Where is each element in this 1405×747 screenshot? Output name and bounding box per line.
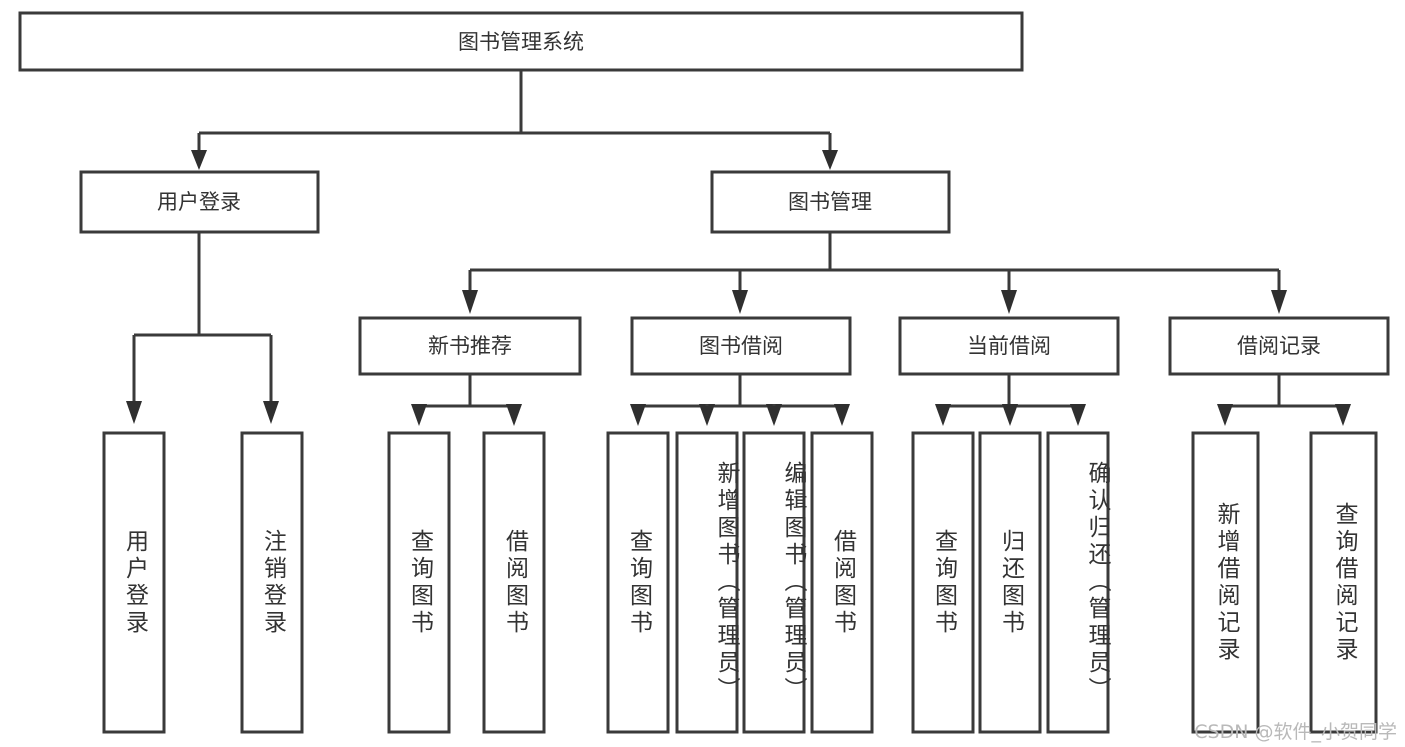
node-leaf-confirm-return[interactable] — [1046, 431, 1110, 734]
node-new-book-recommend-label: 新书推荐 — [428, 334, 512, 358]
connector-root-to-level2 — [191, 70, 838, 170]
node-current-borrow-label: 当前借阅 — [967, 334, 1051, 358]
watermark-text: CSDN @软件_小贺同学 — [1194, 721, 1397, 743]
node-root[interactable]: 图书管理系统 — [18, 11, 1024, 72]
node-book-manage-label: 图书管理 — [788, 190, 872, 214]
connector-userlogin-to-leaves — [126, 232, 279, 424]
connector-borrowrecord-to-leaves — [1217, 374, 1351, 426]
node-new-book-recommend[interactable]: 新书推荐 — [358, 316, 582, 376]
node-leaf-query-book-1[interactable] — [387, 431, 451, 734]
node-borrow-record[interactable]: 借阅记录 — [1168, 316, 1390, 376]
node-user-login[interactable]: 用户登录 — [79, 170, 320, 234]
node-leaf-query-record[interactable] — [1309, 431, 1378, 734]
node-borrow-record-label: 借阅记录 — [1237, 334, 1321, 358]
node-leaf-logout-login[interactable] — [240, 431, 304, 734]
node-leaf-borrow-book-2[interactable] — [810, 431, 874, 734]
connector-newbook-to-leaves — [411, 374, 522, 426]
node-leaf-add-record[interactable] — [1191, 431, 1260, 734]
node-current-borrow[interactable]: 当前借阅 — [898, 316, 1120, 376]
node-root-label: 图书管理系统 — [458, 30, 584, 54]
node-leaf-add-book[interactable] — [675, 431, 739, 734]
node-leaf-query-book-3[interactable] — [911, 431, 975, 734]
node-leaf-return-book[interactable] — [978, 431, 1042, 734]
node-user-login-label: 用户登录 — [157, 190, 241, 214]
node-leaf-user-login[interactable] — [102, 431, 166, 734]
node-leaf-borrow-book-1[interactable] — [482, 431, 546, 734]
node-leaf-edit-book[interactable] — [742, 431, 806, 734]
node-leaf-query-book-2[interactable] — [606, 431, 670, 734]
connector-currentborrow-to-leaves — [935, 374, 1086, 426]
node-book-borrow-label: 图书借阅 — [699, 334, 783, 358]
node-book-manage[interactable]: 图书管理 — [710, 170, 951, 234]
node-book-borrow[interactable]: 图书借阅 — [630, 316, 852, 376]
connector-bookborrow-to-leaves — [630, 374, 850, 426]
connector-bookmanage-to-level3 — [462, 232, 1287, 314]
